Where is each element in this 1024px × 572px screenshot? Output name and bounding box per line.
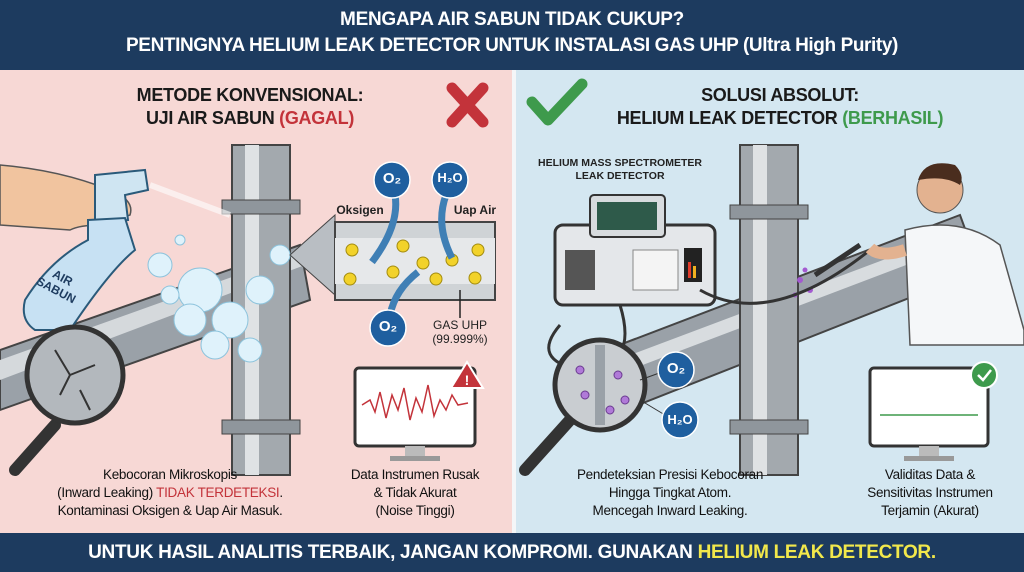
noisy-monitor-icon: ! [353, 360, 485, 461]
spray-bottle-icon [22, 168, 232, 331]
success-check-icon [526, 78, 588, 126]
left-caption-instrument: Data Instrumen Rusak & Tidak Akurat (Noi… [335, 466, 495, 520]
left-caption1-line2a: (Inward Leaking) [57, 485, 157, 500]
gas-particles [343, 239, 485, 286]
right-caption2-line2: Sensitivitas Instrumen [867, 485, 993, 500]
technician-icon [813, 163, 1024, 346]
left-caption-leak: Kebocoran Mikroskopis (Inward Leaking) T… [20, 466, 320, 520]
right-title-line1: SOLUSI ABSOLUT: [701, 85, 859, 105]
right-caption1-line2: Hingga Tingkat Atom. [608, 485, 732, 500]
footer-highlight: HELIUM LEAK DETECTOR. [697, 542, 937, 563]
left-panel-title: METODE KONVENSIONAL: UJI AIR SABUN (GAGA… [100, 84, 400, 130]
fail-x-icon [446, 82, 489, 128]
gas-uhp-line1: GAS UHP [432, 318, 487, 332]
left-caption2-line3: (Noise Tinggi) [375, 503, 455, 518]
right-caption1-line3: Mencegah Inward Leaking. [592, 503, 748, 518]
leak-detector-device-icon [547, 194, 871, 372]
molecules-left [369, 161, 469, 347]
right-caption-validity: Validitas Data & Sensitivitas Instrumen … [845, 466, 1015, 520]
h2o-molecule-label-right: H₂O [667, 412, 693, 427]
o2-molecule-label-2: O₂ [378, 318, 398, 335]
svg-text:!: ! [465, 372, 470, 388]
o2-molecule-label: O₂ [382, 170, 402, 187]
gas-uhp-label: GAS UHP (99.999%) [425, 318, 495, 346]
pipe-cross-section [289, 193, 496, 318]
foam-bubbles-icon [147, 234, 291, 363]
oxygen-label: Oksigen [336, 203, 384, 217]
left-caption1-line2c: . [279, 485, 283, 500]
left-caption1-line1: Kebocoran Mikroskopis [102, 467, 237, 482]
footer-text: UNTUK HASIL ANALITIS TERBAIK, JANGAN KOM… [88, 542, 698, 563]
header-banner: MENGAPA AIR SABUN TIDAK CUKUP? PENTINGNY… [0, 0, 1024, 70]
gas-uhp-line2: (99.999%) [432, 332, 488, 346]
left-title-line1: METODE KONVENSIONAL: [136, 85, 364, 105]
magnifier-atoms-icon [519, 337, 699, 476]
water-vapor-label: Uap Air [453, 203, 497, 217]
panel-divider [512, 70, 516, 533]
not-detected-text: TIDAK TERDETEKSI [156, 485, 280, 500]
left-title-line2: UJI AIR SABUN [145, 108, 275, 128]
right-caption2-line3: Terjamin (Akurat) [881, 503, 979, 518]
left-caption1-line3: Kontaminasi Oksigen & Uap Air Masuk. [57, 503, 283, 518]
right-caption1-line1: Pendeteksian Presisi Kebocoran [576, 467, 764, 482]
left-caption2-line2: & Tidak Akurat [373, 485, 457, 500]
success-status: (BERHASIL) [842, 108, 944, 128]
magnifier-crack-icon [9, 324, 126, 476]
right-caption2-line1: Validitas Data & [884, 467, 976, 482]
subtitle: PENTINGNYA HELIUM LEAK DETECTOR UNTUK IN… [126, 35, 898, 56]
h2o-molecule-label: H₂O [437, 170, 463, 185]
fail-status: (GAGAL) [279, 108, 355, 128]
right-title-line2: HELIUM LEAK DETECTOR [616, 108, 838, 128]
main-title: MENGAPA AIR SABUN TIDAK CUKUP? [340, 9, 684, 30]
o2-molecule-label-right: O₂ [666, 360, 686, 377]
device-label: HELIUM MASS SPECTROMETER LEAK DETECTOR [525, 157, 715, 183]
left-caption2-line1: Data Instrumen Rusak [350, 467, 480, 482]
footer-banner: UNTUK HASIL ANALITIS TERBAIK, JANGAN KOM… [0, 533, 1024, 572]
device-label-line1: HELIUM MASS SPECTROMETER [538, 157, 702, 169]
stable-monitor-icon [868, 361, 998, 461]
right-caption-detection: Pendeteksian Presisi Kebocoran Hingga Ti… [535, 466, 805, 520]
right-panel-title: SOLUSI ABSOLUT: HELIUM LEAK DETECTOR (BE… [590, 84, 970, 130]
device-label-line2: LEAK DETECTOR [575, 170, 665, 182]
